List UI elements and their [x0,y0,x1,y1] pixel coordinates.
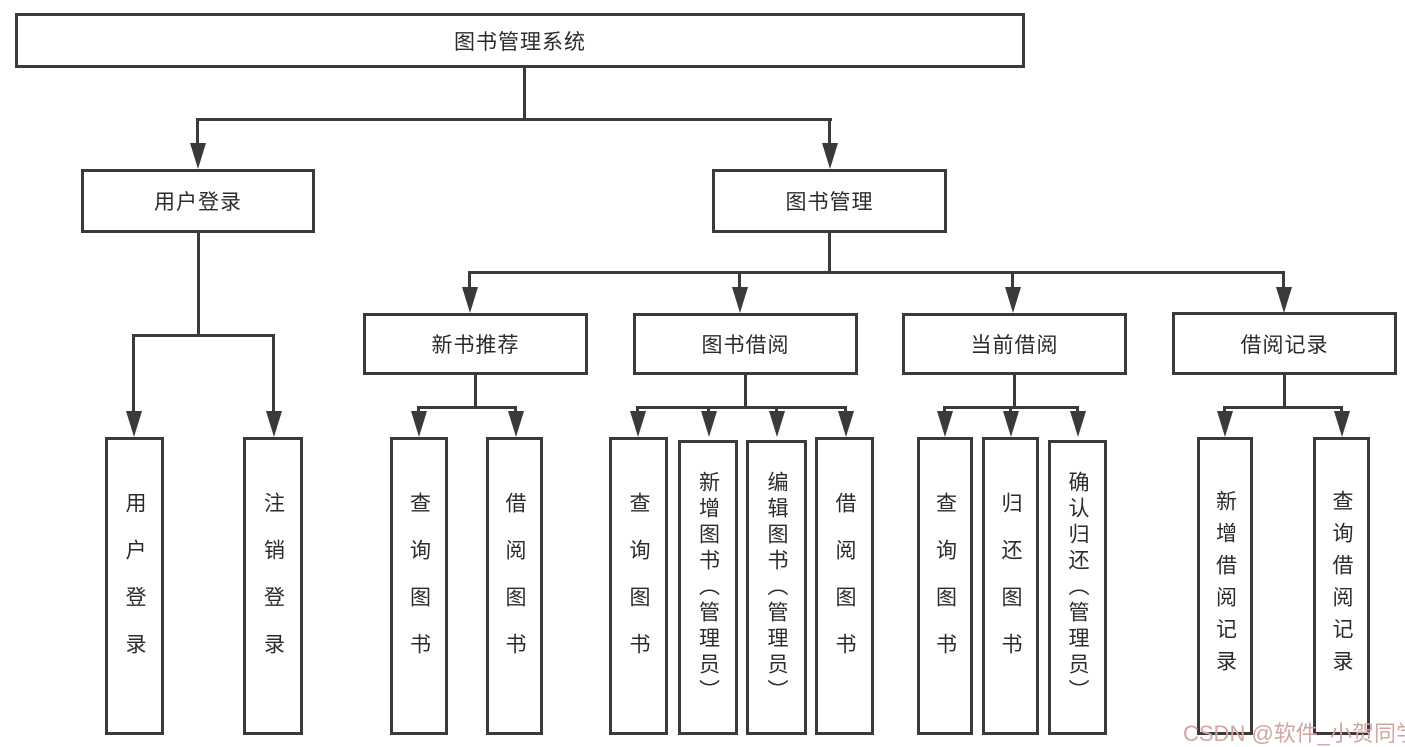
leaf-logout: 注销登录 [243,437,303,735]
connector-book-borrow-rail [636,406,847,409]
leaf-label: 确认归还（管理员） [1066,470,1089,705]
connector-drop-user-login [196,118,199,146]
arrow-down-icon [1003,411,1019,437]
connector-book-management-stem [828,233,831,274]
arrow-down-icon [1334,411,1350,437]
connector-drop-leaf [636,406,639,414]
connector-drop-leaf [943,406,946,414]
leaf-label: 新增图书（管理员） [696,470,720,705]
connector-drop-leaf [1009,406,1012,414]
arrow-down-icon [838,411,854,437]
leaf-label: 注销登录 [261,492,285,680]
leaf-user-login: 用户登录 [105,437,164,735]
leaf-label: 查询图书 [627,492,650,680]
arrow-down-icon [1217,411,1233,437]
connector-current-borrow-stem [1013,375,1016,408]
node-library-management-system: 图书管理系统 [15,13,1025,68]
leaf-label: 新增借阅记录 [1213,490,1237,682]
connector-drop-leaf [514,406,517,414]
leaf-label: 编辑图书（管理员） [765,470,788,705]
leaf-query-books: 查询图书 [917,437,973,735]
connector-drop-current-borrow [1011,271,1014,289]
connector-book-borrow-stem [744,375,747,408]
arrow-down-icon [1005,287,1021,313]
leaf-return-books: 归还图书 [982,437,1039,735]
node-label: 新书推荐 [431,334,520,357]
leaf-add-borrow-record: 新增借阅记录 [1197,437,1253,735]
connector-user-login-stem [197,233,200,337]
connector-user-login-rail [132,334,275,337]
connector-borrow-records-stem [1283,375,1286,408]
arrow-down-icon [190,143,206,169]
connector-drop-leaf [844,406,847,414]
connector-borrow-records-rail [1223,406,1343,409]
connector-root-stem [523,68,526,120]
arrow-down-icon [266,411,282,437]
node-current-borrow: 当前借阅 [902,313,1127,375]
arrow-down-icon [1276,287,1292,313]
leaf-confirm-return-admin: 确认归还（管理员） [1048,440,1107,735]
connector-drop-book-borrow [738,271,741,289]
leaf-borrow-books: 借阅图书 [815,437,874,735]
leaf-label: 查询图书 [933,492,957,680]
arrow-down-icon [126,411,142,437]
leaf-label: 借阅图书 [833,492,856,680]
leaf-query-books: 查询图书 [609,437,668,735]
arrow-down-icon [937,411,953,437]
arrow-down-icon [769,411,785,437]
csdn-watermark: CSDN @软件_小贺同学 [1183,721,1405,746]
connector-drop-leaf [1076,406,1079,414]
connector-drop-leaf [1223,406,1226,414]
node-book-management: 图书管理 [712,169,947,233]
connector-new-book-rail [417,406,517,409]
connector-level3-rail [468,271,1285,274]
node-new-book-recommend: 新书推荐 [363,313,588,375]
node-label: 图书管理系统 [454,30,586,54]
node-user-login: 用户登录 [81,169,315,233]
node-label: 图书借阅 [701,334,790,357]
connector-drop-borrow-record [1282,271,1285,289]
node-label: 图书管理 [785,191,874,214]
arrow-down-icon [508,411,524,437]
node-label: 用户登录 [154,191,242,214]
connector-drop-leaf [132,334,135,412]
leaf-label: 借阅图书 [503,492,526,680]
leaf-label: 用户登录 [123,492,146,680]
connector-drop-leaf [1340,406,1343,414]
connector-new-book-stem [474,375,477,408]
arrow-down-icon [1070,411,1086,437]
arrow-down-icon [732,287,748,313]
node-label: 当前借阅 [970,334,1059,357]
node-book-borrow: 图书借阅 [633,313,858,375]
leaf-query-borrow-record: 查询借阅记录 [1313,437,1370,735]
arrow-down-icon [411,411,427,437]
arrow-down-icon [462,287,478,313]
connector-drop-leaf [775,406,778,414]
leaf-borrow-books: 借阅图书 [486,437,543,735]
connector-root-rail [196,118,832,121]
node-borrow-records: 借阅记录 [1172,312,1397,375]
arrow-down-icon [822,143,838,169]
connector-drop-leaf [417,406,420,414]
connector-drop-book-management [828,118,831,146]
leaf-edit-books-admin: 编辑图书（管理员） [746,440,807,735]
connector-drop-new-book [468,271,471,289]
arrow-down-icon [630,411,646,437]
leaf-label: 查询图书 [407,492,431,680]
leaf-add-books-admin: 新增图书（管理员） [678,440,738,735]
arrow-down-icon [701,411,717,437]
connector-drop-leaf [707,406,710,414]
leaf-query-books: 查询图书 [390,437,448,735]
leaf-label: 查询借阅记录 [1330,490,1353,682]
node-label: 借阅记录 [1240,333,1329,357]
leaf-label: 归还图书 [999,492,1022,680]
connector-drop-leaf [272,334,275,412]
